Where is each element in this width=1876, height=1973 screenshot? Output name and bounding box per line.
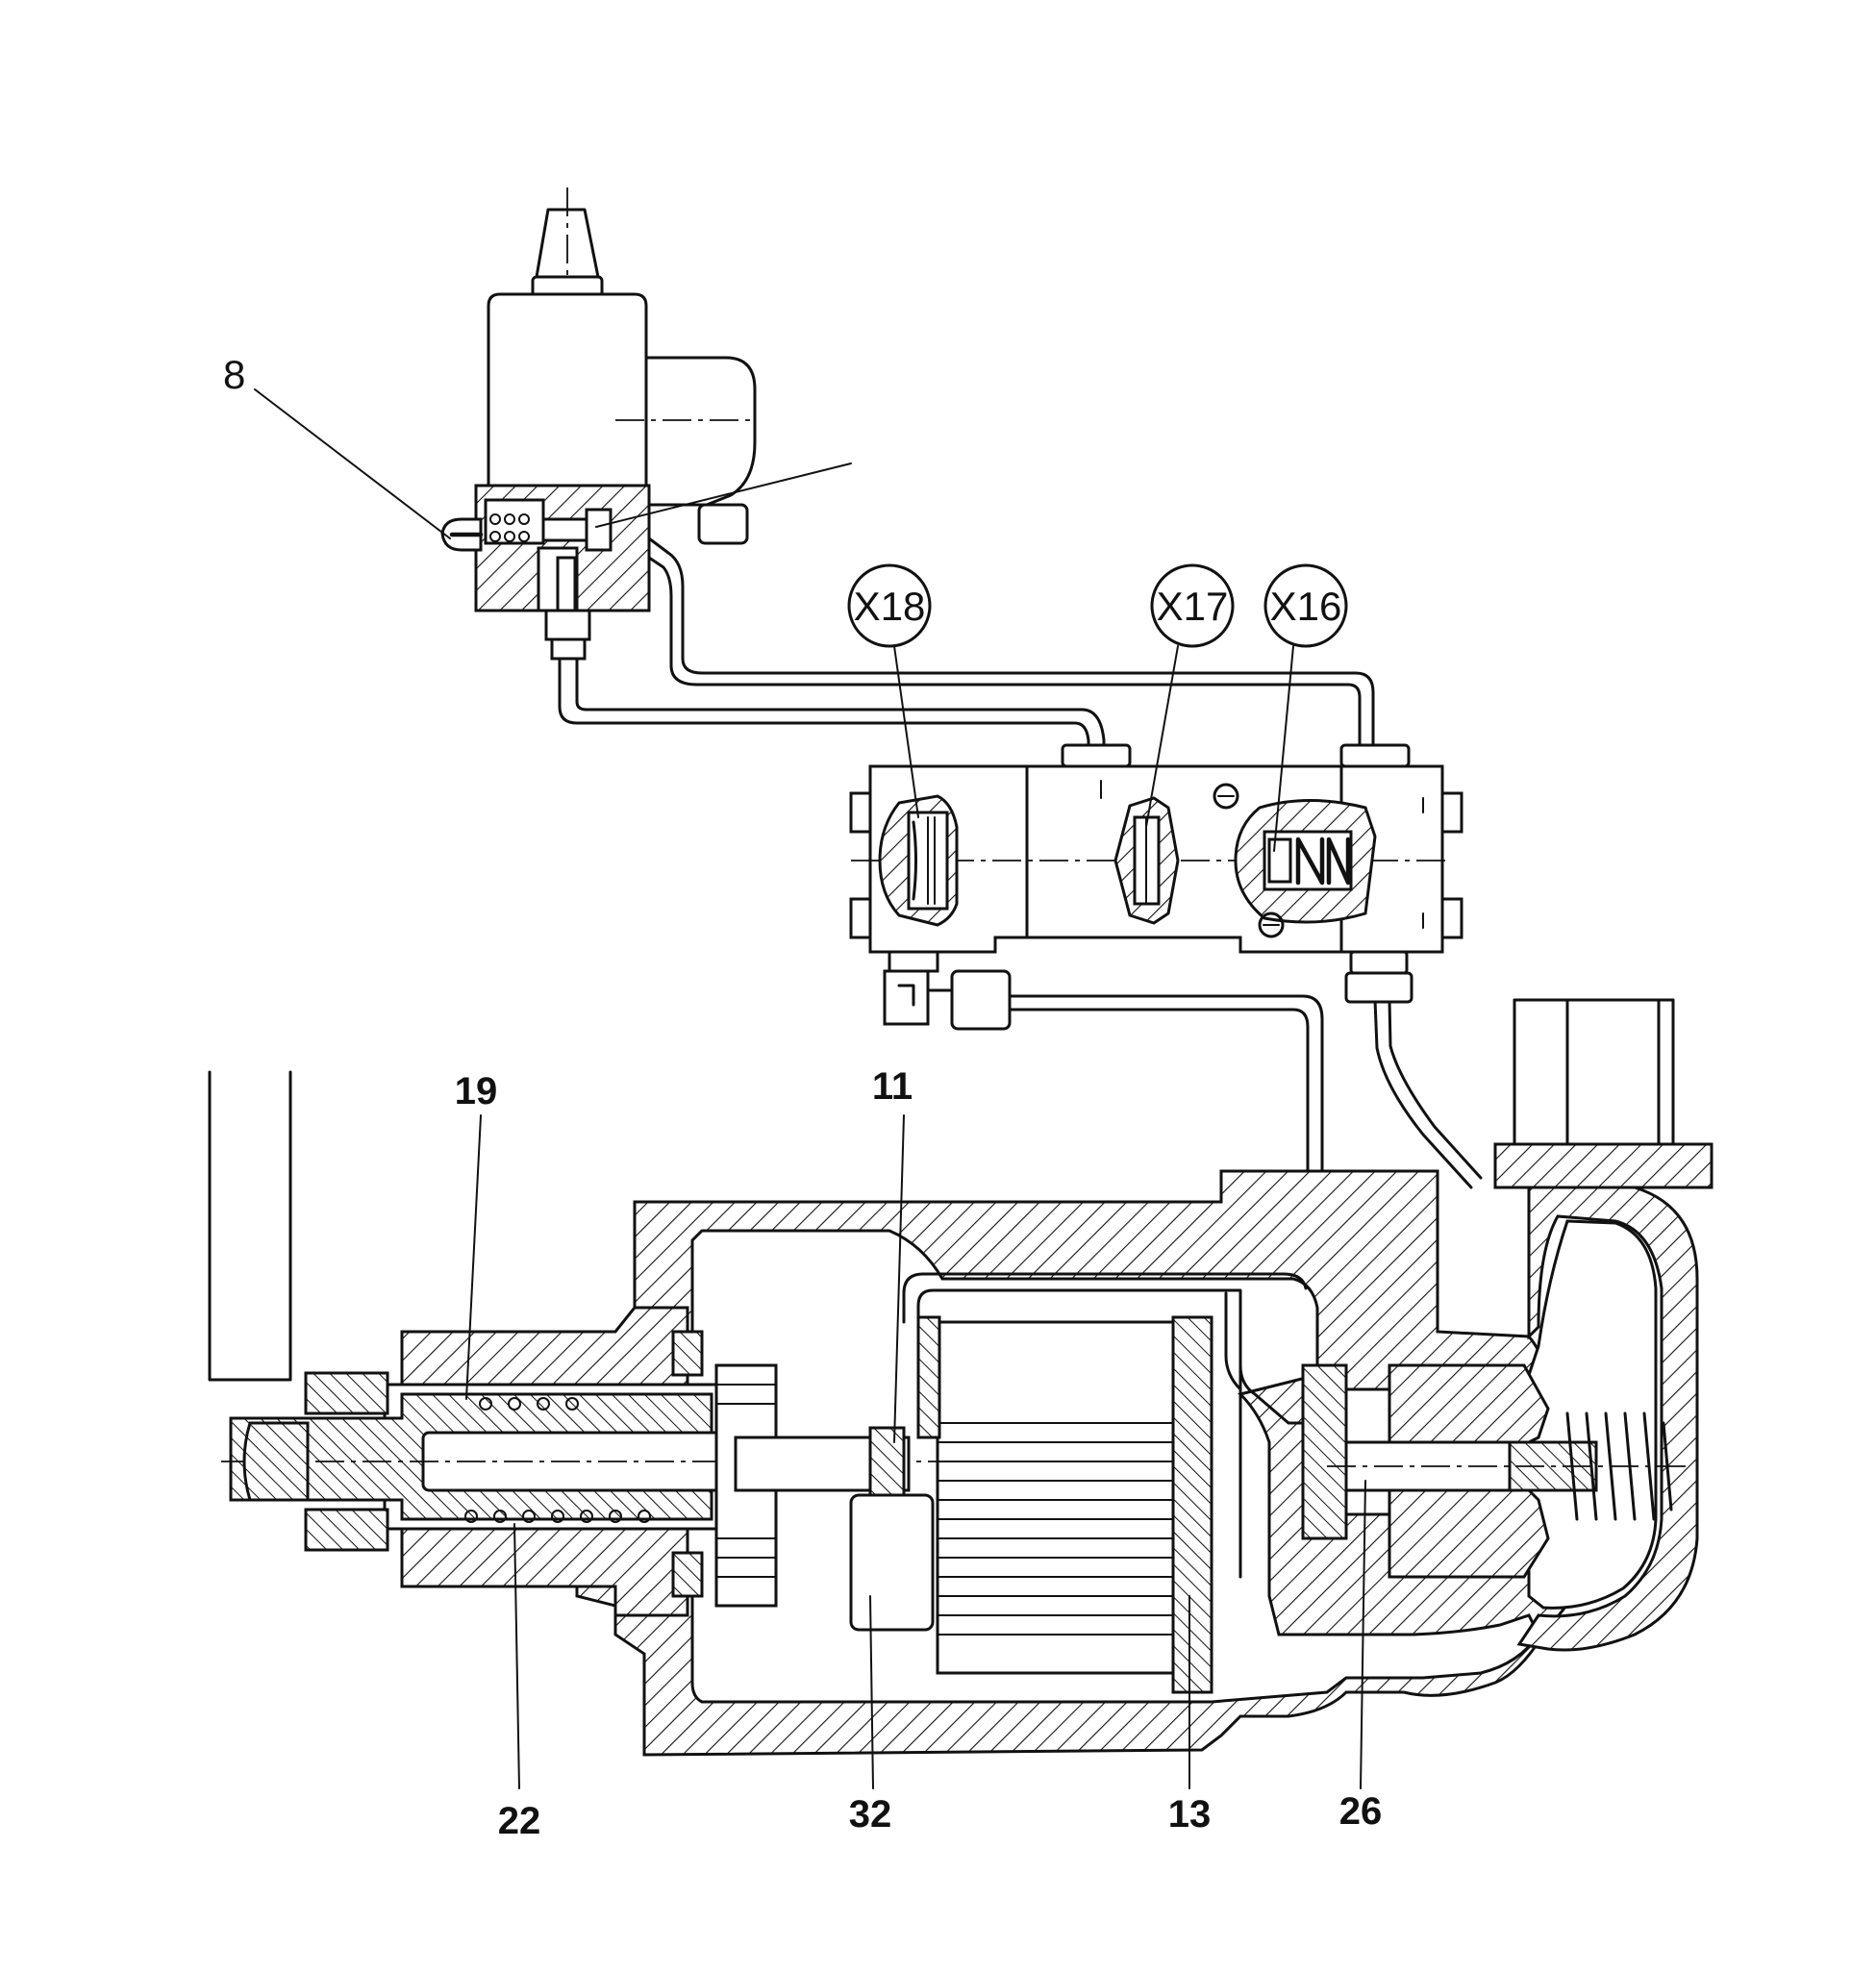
pinion-teeth [715,1384,777,1578]
label-part-8: 8 [223,352,245,397]
pipe-fittings [883,743,1413,1031]
pipe-lines [558,537,1483,1305]
manifold-block [849,764,1463,954]
armature-lines [937,1422,1174,1636]
label-part-22: 22 [498,1800,541,1842]
drive-shaft [221,1306,942,1632]
label-part-13: 13 [1168,1793,1212,1836]
connector-x17-label: X17 [1157,584,1229,629]
solenoid-valve [254,187,852,661]
label-part-19: 19 [455,1070,498,1112]
outlet-elbow [1301,998,1713,1652]
label-part-26: 26 [1339,1790,1383,1833]
connector-x18-label: X18 [854,584,926,629]
label-part-11: 11 [872,1065,913,1108]
connector-x16-label: X16 [1270,584,1342,629]
connector-callouts [847,563,1348,852]
label-part-32: 32 [849,1793,892,1836]
leader-lines [465,1114,1366,1789]
spring-22 [464,1397,651,1523]
